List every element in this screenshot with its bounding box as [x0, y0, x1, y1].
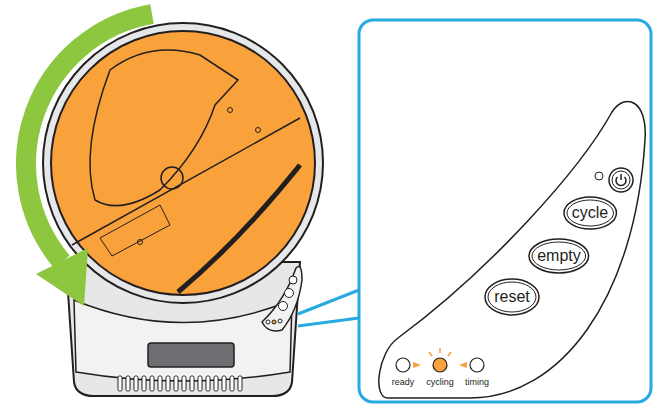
globe-entry	[90, 50, 238, 206]
indicator-arrow	[413, 362, 421, 368]
button-label: empty	[537, 247, 581, 265]
drawer-handle	[148, 343, 234, 367]
globe-rivet	[138, 240, 143, 245]
unit-button	[285, 289, 294, 298]
power-button-inner	[612, 171, 630, 189]
globe-seam	[72, 118, 300, 245]
cycling-light	[433, 358, 447, 372]
rotation-arrowhead	[36, 248, 88, 306]
callout-line	[298, 318, 359, 326]
unit-panel	[262, 267, 302, 332]
power-led	[595, 172, 603, 180]
indicator-label: ready	[392, 378, 415, 388]
button: reset	[484, 278, 540, 316]
housing-front	[74, 300, 292, 381]
button: cycle	[563, 196, 617, 230]
callout-line	[298, 290, 359, 314]
control-panel	[379, 101, 645, 398]
power-symbol	[620, 174, 622, 180]
power-button	[609, 168, 633, 192]
unit-light	[272, 320, 276, 324]
button-label: reset	[494, 288, 530, 306]
indicator-arrow	[459, 362, 467, 368]
rotation-arrow	[26, 14, 152, 262]
unit-button	[289, 276, 297, 284]
globe-rivet	[256, 128, 261, 133]
globe	[51, 31, 315, 295]
glow-rays	[429, 348, 451, 356]
globe-screen-edge	[178, 165, 300, 292]
vents	[118, 376, 242, 391]
unit-button	[279, 302, 288, 311]
button: empty	[528, 238, 590, 274]
indicator-label: timing	[465, 378, 489, 388]
button-label: cycle	[572, 204, 608, 222]
unit-light	[278, 319, 282, 323]
timing-light	[470, 358, 484, 372]
globe-rivet	[228, 108, 233, 113]
unit-light	[266, 320, 270, 324]
indicator-label: cycling	[426, 378, 454, 388]
globe-screen	[100, 205, 170, 256]
ready-light	[396, 358, 410, 372]
callout-box	[359, 20, 651, 402]
